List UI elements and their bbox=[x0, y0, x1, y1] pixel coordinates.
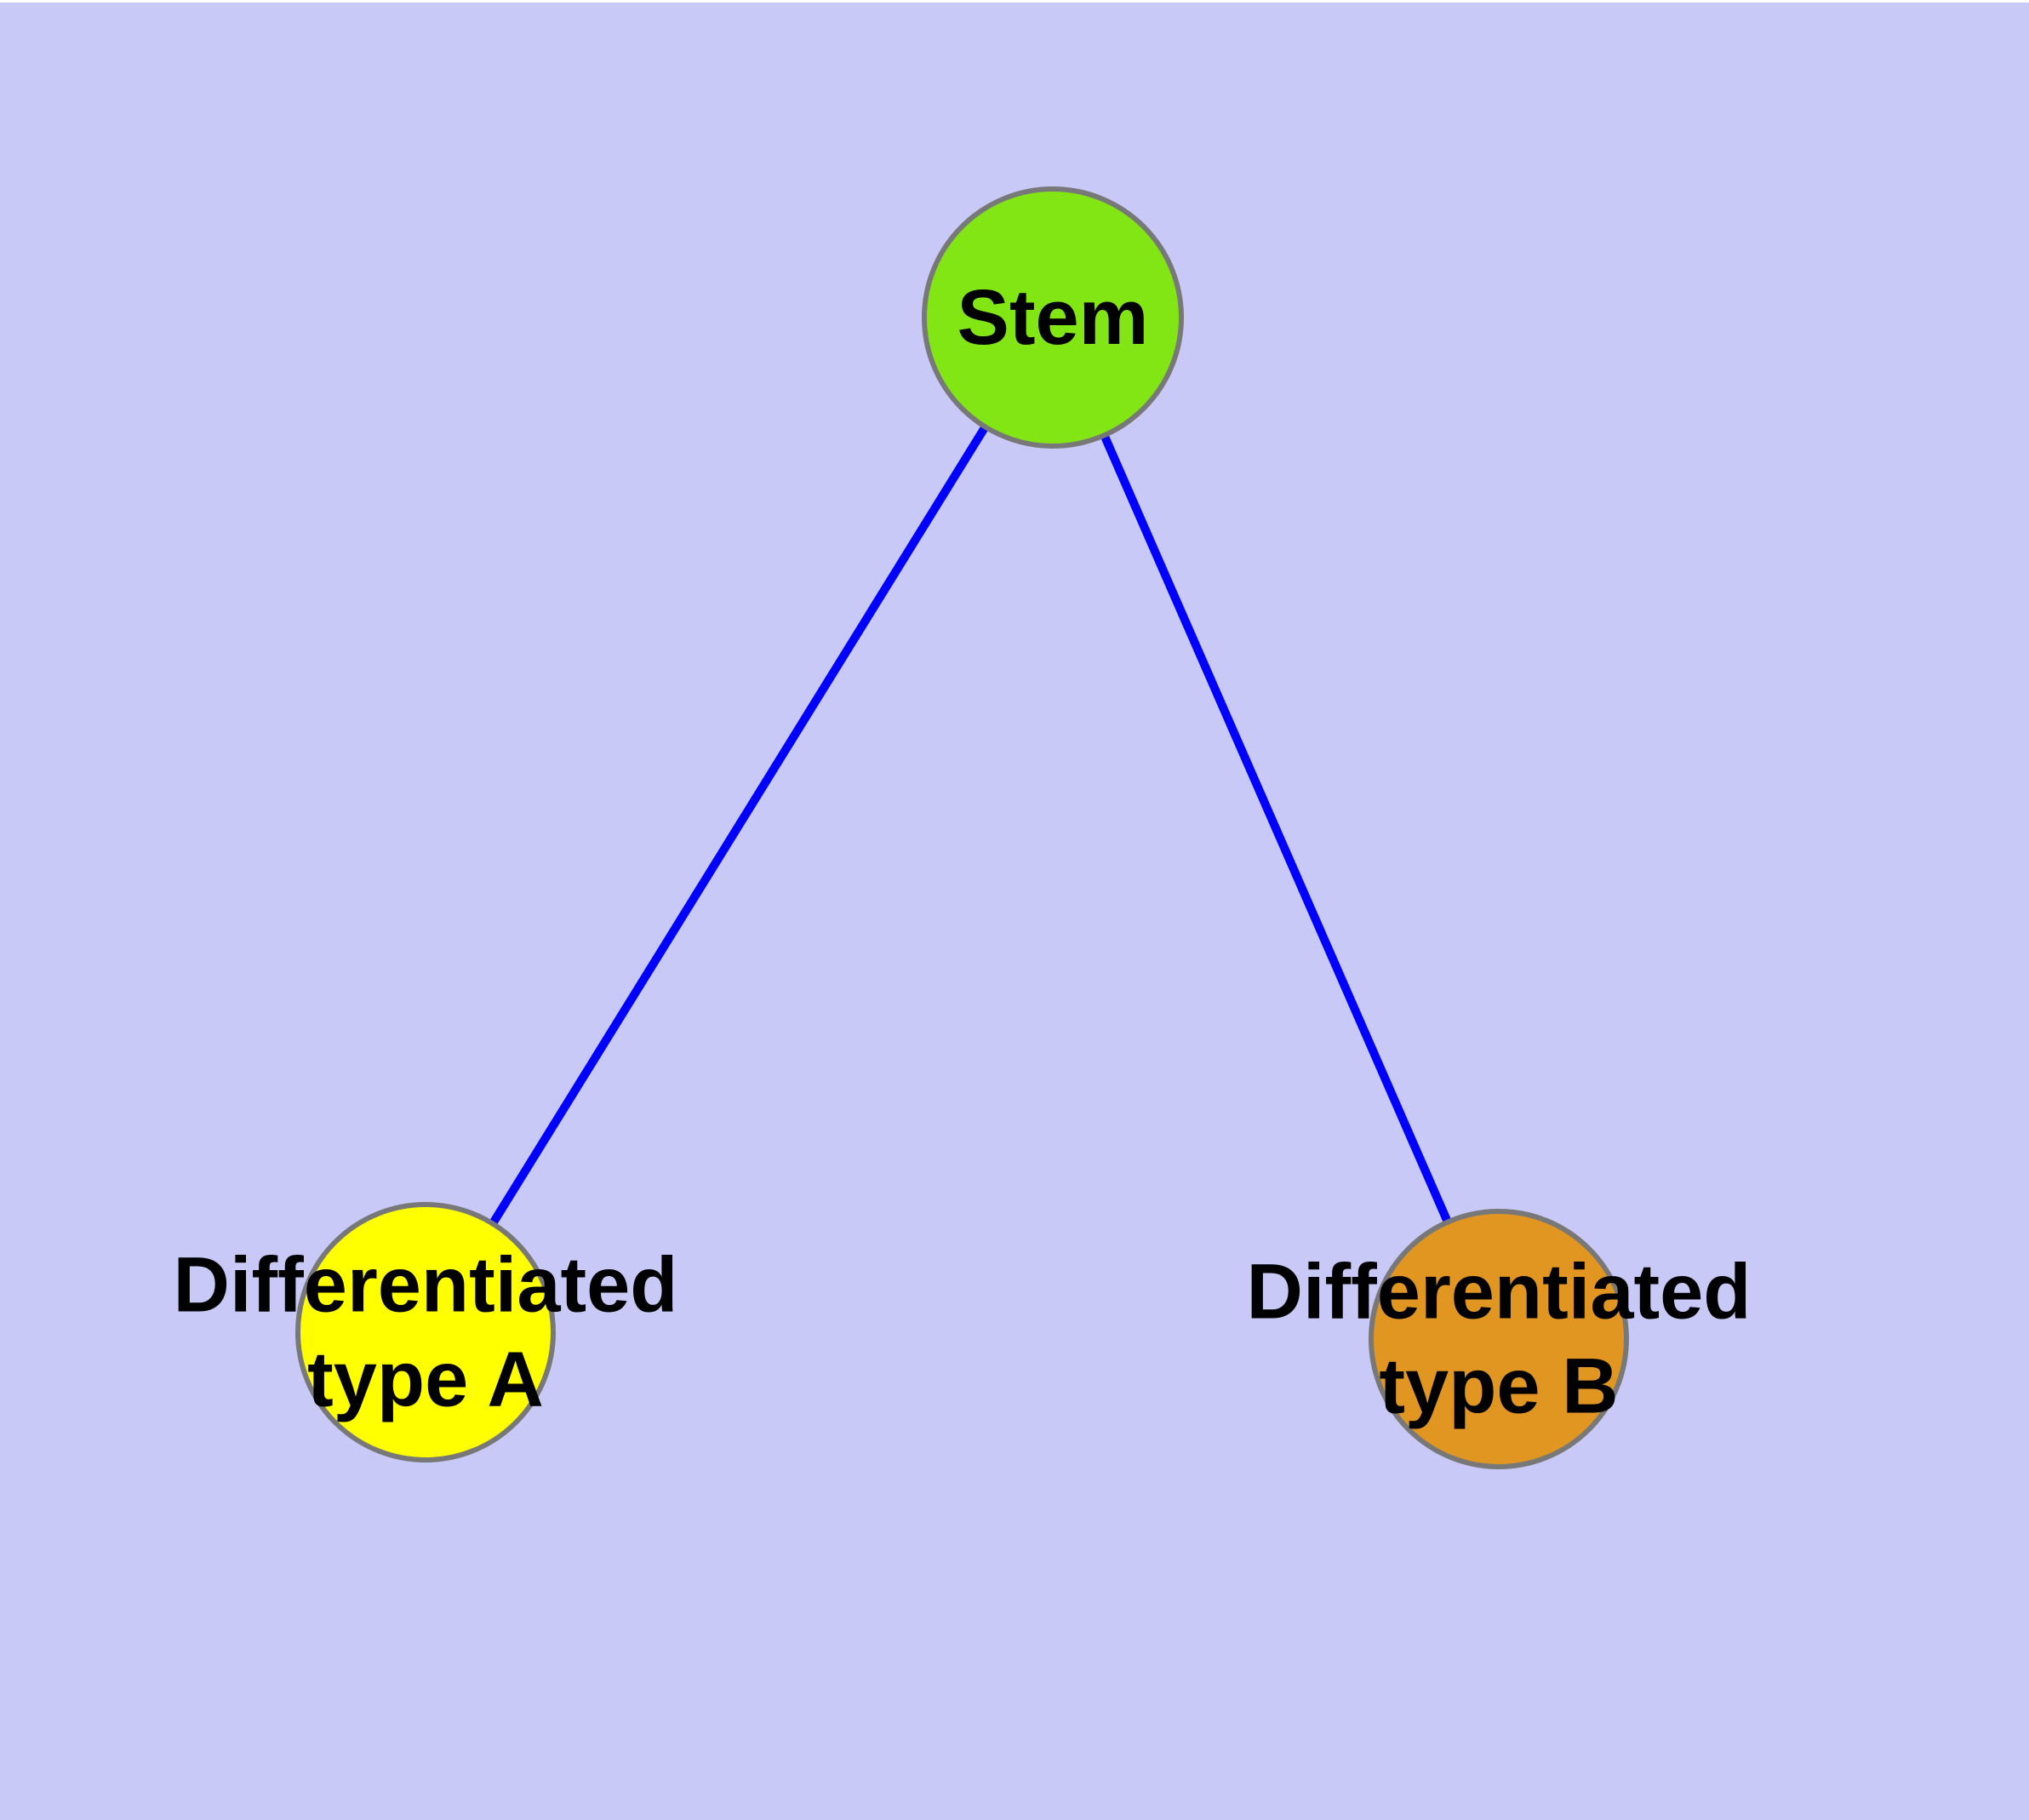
node-stem-circle bbox=[922, 186, 1184, 449]
node-type-a-circle bbox=[295, 1202, 556, 1462]
edge-stem-type-b bbox=[1049, 315, 1503, 1342]
edges-layer bbox=[421, 315, 1503, 1342]
node-stem-label: Stem bbox=[957, 274, 1149, 361]
top-margin bbox=[0, 0, 2029, 3]
node-type-b-circle bbox=[1369, 1209, 1629, 1469]
nodes-layer bbox=[295, 186, 1629, 1469]
edge-stem-type-a bbox=[421, 315, 1057, 1335]
